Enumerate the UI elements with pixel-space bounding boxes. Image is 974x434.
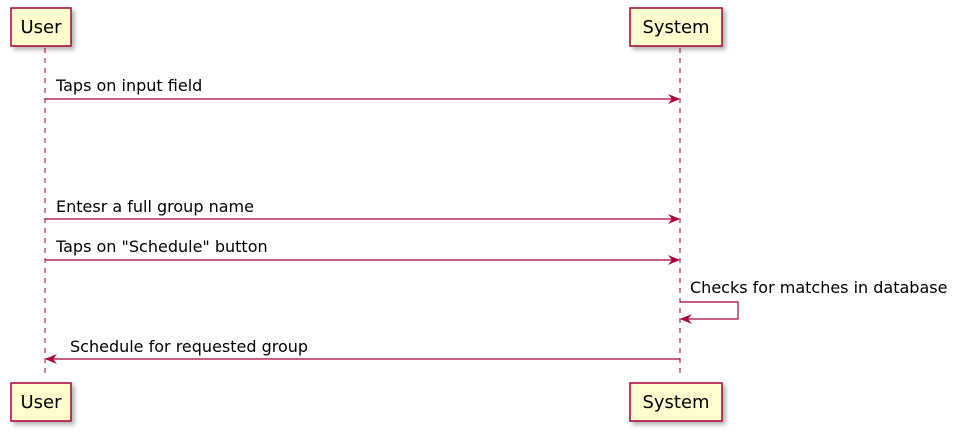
message-5: Schedule for requested group bbox=[45, 337, 680, 364]
message-1-label: Taps on input field bbox=[55, 76, 202, 95]
participant-system-bottom: System bbox=[629, 382, 723, 422]
message-2: Entesr a full group name bbox=[45, 197, 680, 224]
participant-user-label-bottom: User bbox=[20, 392, 62, 413]
participant-user-label: User bbox=[20, 17, 62, 38]
message-2-label: Entesr a full group name bbox=[56, 197, 254, 216]
message-4-label: Checks for matches in database bbox=[690, 278, 947, 297]
participant-system-top: System bbox=[629, 7, 723, 47]
message-4: Checks for matches in database bbox=[680, 278, 947, 324]
message-3: Taps on "Schedule" button bbox=[45, 237, 680, 265]
participant-system-label-bottom: System bbox=[642, 392, 709, 413]
message-5-label: Schedule for requested group bbox=[70, 337, 308, 356]
participant-user-bottom: User bbox=[10, 382, 72, 422]
message-3-label: Taps on "Schedule" button bbox=[55, 237, 268, 256]
message-4-arrow bbox=[680, 301, 739, 324]
participant-system-label: System bbox=[642, 17, 709, 38]
message-1: Taps on input field bbox=[45, 76, 680, 104]
participant-user-top: User bbox=[10, 7, 72, 47]
